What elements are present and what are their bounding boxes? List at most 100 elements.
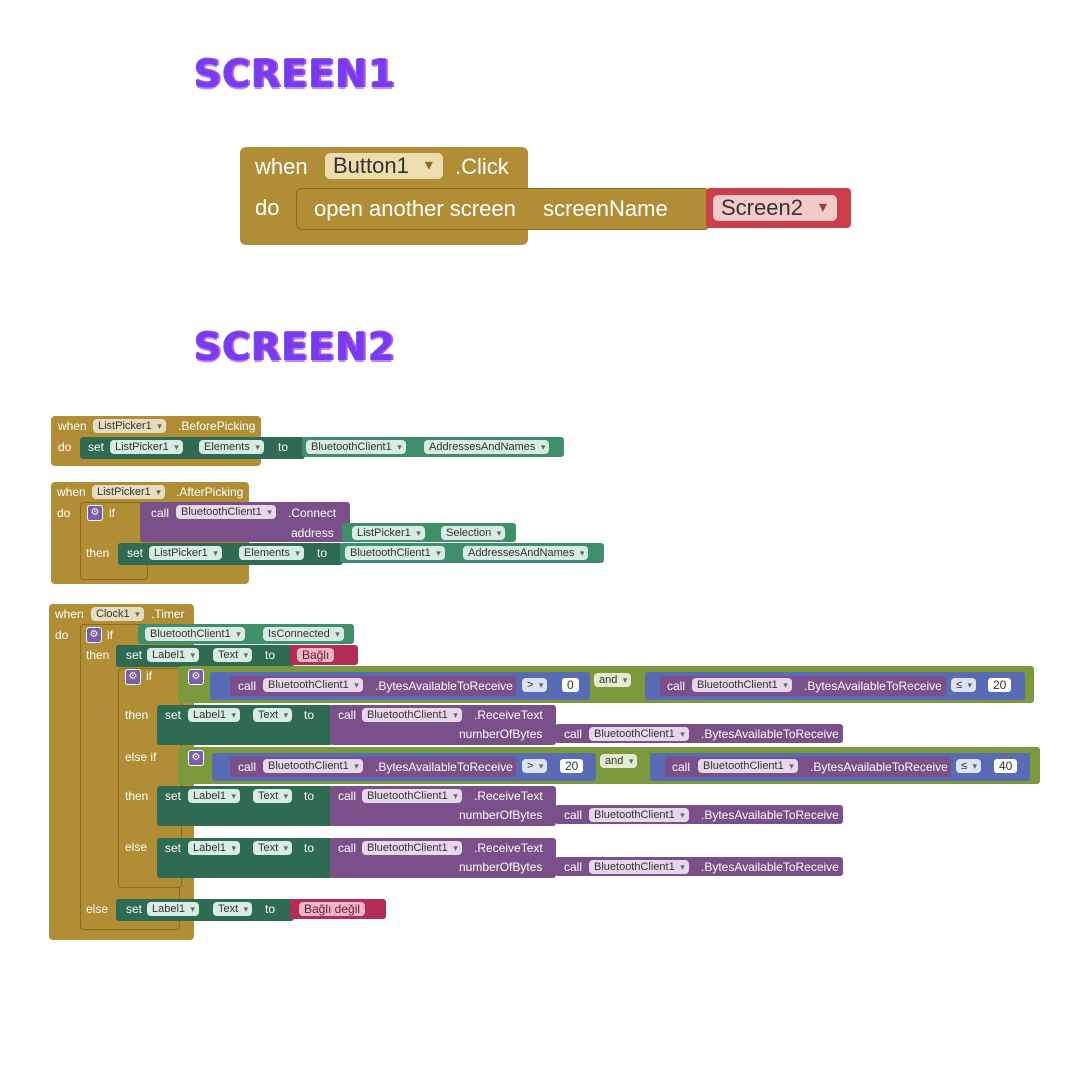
set-label: set xyxy=(127,546,144,560)
else-label: else xyxy=(86,902,109,916)
open-screen-block[interactable] xyxy=(296,188,710,230)
gt-operator-dropdown[interactable]: > xyxy=(522,678,548,692)
after-picking-label: .AfterPicking xyxy=(176,485,244,499)
is-connected-dropdown[interactable]: IsConnected xyxy=(263,627,344,641)
bluetoothclient1-dropdown[interactable]: BluetoothClient1 xyxy=(362,708,462,722)
number-of-bytes-label: numberOfBytes xyxy=(459,808,543,822)
listpicker1-dropdown[interactable]: ListPicker1 xyxy=(93,419,166,433)
number-forty[interactable]: 40 xyxy=(994,759,1018,773)
mutator-gear-icon[interactable]: ⚙ xyxy=(86,627,102,643)
listpicker1-dropdown[interactable]: ListPicker1 xyxy=(110,440,183,454)
label1-dropdown[interactable]: Label1 xyxy=(188,708,241,722)
label1-dropdown[interactable]: Label1 xyxy=(188,789,241,803)
gt-operator-dropdown[interactable]: > xyxy=(522,759,548,773)
timer-event-label: .Timer xyxy=(151,607,185,621)
le-operator-dropdown[interactable]: ≤ xyxy=(956,759,982,773)
call-label: call xyxy=(564,808,583,822)
label1-dropdown[interactable]: Label1 xyxy=(188,841,241,855)
button1-dropdown[interactable]: Button1 xyxy=(325,153,443,179)
set-label: set xyxy=(126,648,143,662)
number-zero[interactable]: 0 xyxy=(562,678,579,692)
else-if-label: else if xyxy=(125,750,157,764)
number-of-bytes-label: numberOfBytes xyxy=(459,860,543,874)
selection-dropdown[interactable]: Selection xyxy=(441,526,506,540)
bluetoothclient1-dropdown[interactable]: BluetoothClient1 xyxy=(362,789,462,803)
call-label: call xyxy=(564,860,583,874)
bluetoothclient1-dropdown[interactable]: BluetoothClient1 xyxy=(589,808,689,822)
bluetoothclient1-dropdown[interactable]: BluetoothClient1 xyxy=(176,505,276,519)
to-label: to xyxy=(304,708,315,722)
bluetoothclient1-dropdown[interactable]: BluetoothClient1 xyxy=(362,841,462,855)
set-label: set xyxy=(88,440,105,454)
to-label: to xyxy=(278,440,289,454)
call-label: call xyxy=(238,760,257,774)
clock1-dropdown[interactable]: Clock1 xyxy=(91,607,144,621)
when-label: when xyxy=(255,154,308,179)
do-label: do xyxy=(57,506,71,520)
text-dropdown[interactable]: Text xyxy=(253,789,293,803)
mutator-gear-icon[interactable]: ⚙ xyxy=(125,669,141,685)
bytes-available-label: .BytesAvailableToReceive xyxy=(804,679,942,693)
bluetoothclient1-dropdown[interactable]: BluetoothClient1 xyxy=(145,627,245,641)
address-param-label: address xyxy=(291,526,334,540)
mutator-gear-icon[interactable]: ⚙ xyxy=(87,505,103,521)
before-picking-label: .BeforePicking xyxy=(178,419,256,433)
addresses-and-names-dropdown[interactable]: AddressesAndNames xyxy=(424,440,550,454)
call-label: call xyxy=(151,506,170,520)
number-of-bytes-label: numberOfBytes xyxy=(459,727,543,741)
set-label: set xyxy=(126,902,143,916)
bytes-available-label: .BytesAvailableToReceive xyxy=(701,727,839,741)
listpicker1-dropdown[interactable]: ListPicker1 xyxy=(352,526,425,540)
bytes-available-label: .BytesAvailableToReceive xyxy=(375,760,513,774)
addresses-and-names-dropdown[interactable]: AddressesAndNames xyxy=(463,546,589,560)
to-label: to xyxy=(304,841,315,855)
text-dropdown[interactable]: Text xyxy=(213,648,253,662)
bluetoothclient1-dropdown[interactable]: BluetoothClient1 xyxy=(306,440,406,454)
when-label: when xyxy=(55,607,84,621)
set-label: set xyxy=(165,708,182,722)
call-label: call xyxy=(338,841,357,855)
text-dropdown[interactable]: Text xyxy=(253,841,293,855)
to-label: to xyxy=(265,902,276,916)
bluetoothclient1-dropdown[interactable]: BluetoothClient1 xyxy=(263,678,363,692)
click-event-label: .Click xyxy=(455,154,509,179)
le-operator-dropdown[interactable]: ≤ xyxy=(951,678,977,692)
call-label: call xyxy=(338,708,357,722)
label1-dropdown[interactable]: Label1 xyxy=(147,648,200,662)
connected-string[interactable]: Bağlı xyxy=(297,648,335,662)
bluetoothclient1-dropdown[interactable]: BluetoothClient1 xyxy=(263,759,363,773)
call-label: call xyxy=(564,727,583,741)
then-label: then xyxy=(86,648,110,662)
bluetoothclient1-dropdown[interactable]: BluetoothClient1 xyxy=(589,860,689,874)
connect-method-label: .Connect xyxy=(288,506,337,520)
and-operator-dropdown[interactable]: and xyxy=(600,754,638,768)
set-label: set xyxy=(165,789,182,803)
if-label: if xyxy=(107,628,113,642)
text-dropdown[interactable]: Text xyxy=(213,902,253,916)
number-twenty[interactable]: 20 xyxy=(988,678,1012,692)
and-operator-dropdown[interactable]: and xyxy=(594,673,632,687)
not-connected-string[interactable]: Bağlı değil xyxy=(299,902,366,916)
label1-dropdown[interactable]: Label1 xyxy=(147,902,200,916)
bluetoothclient1-dropdown[interactable]: BluetoothClient1 xyxy=(345,546,445,560)
elements-dropdown[interactable]: Elements xyxy=(199,440,264,454)
bluetoothclient1-dropdown[interactable]: BluetoothClient1 xyxy=(589,727,689,741)
listpicker1-dropdown[interactable]: ListPicker1 xyxy=(149,546,222,560)
listpicker1-dropdown[interactable]: ListPicker1 xyxy=(92,485,165,499)
screen2-dropdown[interactable]: Screen2 xyxy=(713,195,837,221)
if-label: if xyxy=(146,669,152,683)
bytes-available-label: .BytesAvailableToReceive xyxy=(701,860,839,874)
receive-text-label: .ReceiveText xyxy=(474,841,543,855)
elements-dropdown[interactable]: Elements xyxy=(239,546,304,560)
bytes-available-label: .BytesAvailableToReceive xyxy=(375,679,513,693)
when-label: when xyxy=(57,485,86,499)
bluetoothclient1-dropdown[interactable]: BluetoothClient1 xyxy=(692,678,792,692)
number-twenty[interactable]: 20 xyxy=(560,759,584,773)
bytes-available-label: .BytesAvailableToReceive xyxy=(701,808,839,822)
bluetoothclient1-dropdown[interactable]: BluetoothClient1 xyxy=(698,759,798,773)
when-label: when xyxy=(58,419,87,433)
else-label: else xyxy=(125,840,148,854)
text-dropdown[interactable]: Text xyxy=(253,708,293,722)
mutator-gear-icon[interactable]: ⚙ xyxy=(188,750,204,766)
mutator-gear-icon[interactable]: ⚙ xyxy=(188,669,204,685)
